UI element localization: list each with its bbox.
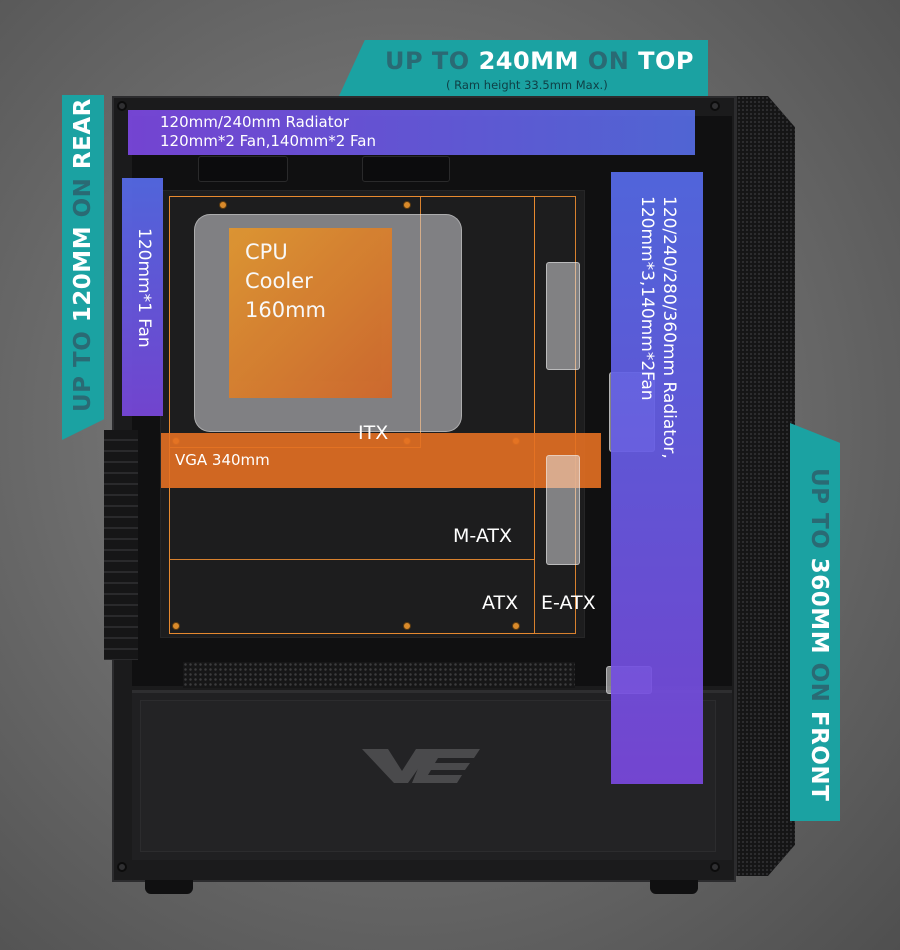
front-radiator-line2: 120mm*3,140mm*2Fan [637, 196, 657, 401]
cpu-cooler-box: CPU Cooler 160mm [229, 228, 392, 398]
rear-banner-position: REAR [70, 98, 96, 170]
top-fan-slot [362, 156, 450, 182]
darkflash-logo-icon [362, 749, 480, 783]
front-mesh-panel [735, 96, 795, 876]
standoff [403, 201, 411, 209]
top-radiator-line1: 120mm/240mm Radiator [160, 113, 349, 131]
top-fan-slot [198, 156, 288, 182]
front-banner-value: 360MM [806, 557, 832, 655]
rear-banner [62, 95, 104, 440]
front-banner-middle: ON [806, 654, 832, 711]
cpu-cooler-label-line2: Cooler [245, 269, 313, 293]
rear-banner-title: UP TO 120MM ON REAR [70, 98, 96, 412]
cpu-cooler-label-line1: CPU [245, 240, 288, 264]
standoff [219, 201, 227, 209]
screw [117, 101, 127, 111]
case-foot [650, 880, 698, 894]
rear-banner-prefix: UP TO [70, 322, 96, 412]
vga-label: VGA 340mm [175, 451, 270, 469]
top-radiator-line2: 120mm*2 Fan,140mm*2 Fan [160, 132, 376, 150]
rear-expansion-slots [104, 430, 138, 660]
top-banner-middle: ON [578, 47, 639, 75]
matx-label: M-ATX [453, 525, 512, 547]
rear-fan-label: 120mm*1 Fan [134, 228, 154, 348]
standoff [512, 622, 520, 630]
case-foot [145, 880, 193, 894]
screw [710, 101, 720, 111]
top-radiator-zone: 120mm/240mm Radiator 120mm*2 Fan,140mm*2… [128, 110, 695, 155]
cpu-cooler-label-line3: 160mm [245, 298, 326, 322]
standoff [172, 622, 180, 630]
top-banner [339, 40, 708, 96]
grommet-highlight [546, 455, 580, 565]
top-banner-prefix: UP TO [385, 47, 479, 75]
top-banner-position: TOP [638, 47, 695, 75]
screw [710, 862, 720, 872]
top-banner-title: UP TO 240MM ON TOP [385, 47, 694, 75]
atx-label: ATX [482, 592, 519, 614]
rear-banner-value: 120MM [70, 225, 96, 323]
front-banner [790, 423, 840, 821]
top-banner-value: 240MM [478, 47, 579, 75]
front-radiator-line1: 120/240/280/360mm Radiator, [659, 196, 679, 459]
front-radiator-zone: 120/240/280/360mm Radiator, 120mm*3,140m… [611, 172, 703, 784]
front-banner-prefix: UP TO [806, 468, 832, 558]
grommet-highlight [546, 262, 580, 370]
screw [117, 862, 127, 872]
standoff [403, 622, 411, 630]
psu-vent-grille [183, 662, 575, 688]
rear-banner-middle: ON [70, 169, 96, 226]
vga-clearance-bar: VGA 340mm [161, 433, 601, 488]
itx-label: ITX [358, 422, 389, 444]
eatx-label: E-ATX [541, 592, 596, 614]
rear-fan-zone: 120mm*1 Fan [122, 178, 163, 416]
front-banner-position: FRONT [806, 710, 832, 802]
front-banner-title: UP TO 360MM ON FRONT [806, 468, 832, 801]
top-banner-note: ( Ram height 33.5mm Max.) [446, 78, 608, 92]
